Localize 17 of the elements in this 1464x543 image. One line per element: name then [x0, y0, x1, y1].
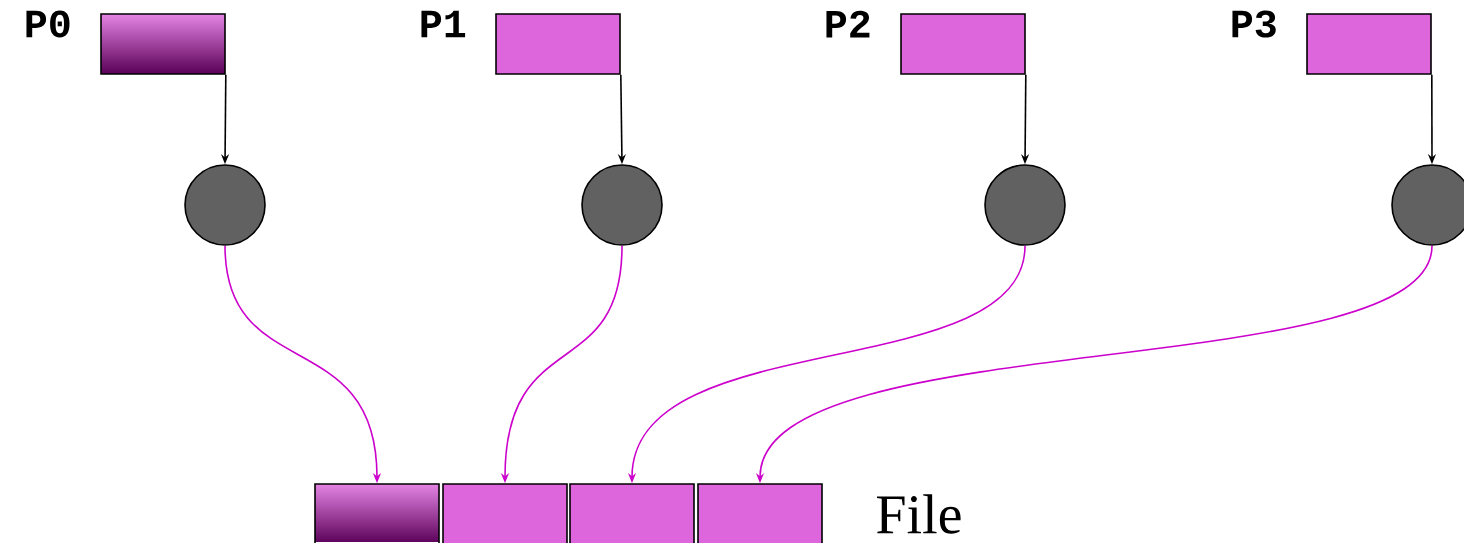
- file-block: [314, 483, 440, 543]
- file-block: [569, 483, 695, 543]
- process-box: P1: [421, 10, 621, 75]
- node-label: P3: [1232, 10, 1276, 38]
- ball-node: [984, 164, 1066, 246]
- process-box: P3: [1232, 10, 1432, 75]
- process-box: P2: [826, 10, 1026, 75]
- ball-node: [1391, 164, 1464, 246]
- file-block: [697, 483, 823, 543]
- node-label: P0: [26, 10, 70, 38]
- ball-node: [184, 164, 266, 246]
- ball-node: [581, 164, 663, 246]
- node-label: P1: [421, 10, 466, 38]
- file-block: [442, 483, 568, 543]
- node-label: P2: [826, 10, 870, 38]
- process-box: P0: [26, 10, 226, 75]
- file-label: File: [877, 494, 961, 534]
